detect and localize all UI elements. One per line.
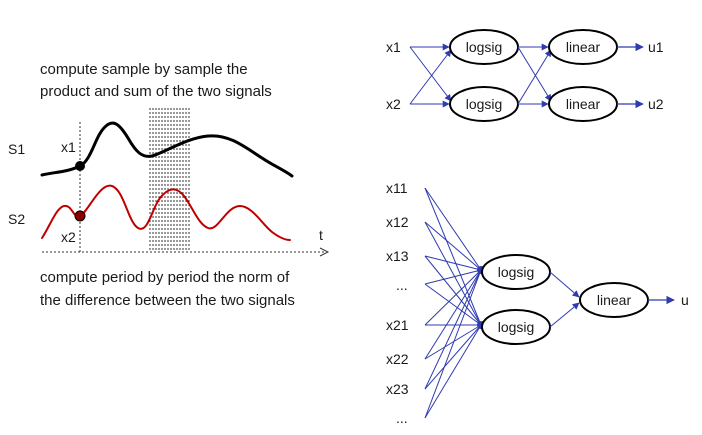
edge-bottom-h2-out — [549, 302, 580, 328]
edge-top-x1-h2 — [409, 46, 452, 102]
net-top-input-2: x2 — [386, 96, 401, 112]
signal-panel: compute sample by sample the product and… — [8, 61, 330, 309]
edge-top-h2-o1 — [517, 49, 552, 105]
s1-label: S1 — [8, 141, 25, 157]
caption-top-line1: compute sample by sample the — [40, 61, 248, 78]
network-top: x1 x2 logsig logsig linear linear u1 u2 — [386, 29, 664, 122]
time-axis-arrow-icon — [319, 247, 330, 257]
net-bottom-input-x23: x23 — [386, 381, 409, 397]
net-bottom-input-x21: x21 — [386, 317, 409, 333]
net-bottom-output-u: u — [681, 292, 689, 308]
net-bottom-hidden-label-2: logsig — [498, 319, 535, 335]
net-top-input-1: x1 — [386, 39, 401, 55]
net-top-hidden-label-2: logsig — [466, 96, 503, 112]
s2-label: S2 — [8, 211, 25, 227]
net-bottom-input-ellipsis-1: ... — [396, 277, 408, 293]
net-top-output-u1: u1 — [648, 39, 664, 55]
net-top-output-u2: u2 — [648, 96, 664, 112]
edge-top-x2-h1 — [409, 49, 452, 105]
sample-marker-x1 — [75, 161, 85, 171]
net-bottom-input-x11: x11 — [386, 180, 408, 196]
t-label: t — [319, 227, 323, 243]
caption-bottom-line2: the difference between the two signals — [40, 292, 295, 309]
network-bottom: x11 x12 x13 ... x21 x22 x23 ... — [386, 180, 689, 426]
net-bottom-input-x22: x22 — [386, 351, 409, 367]
sample-marker-x2 — [74, 210, 86, 222]
net-bottom-input-x13: x13 — [386, 248, 409, 264]
edges-bottom-input-hidden — [424, 187, 485, 419]
edge-top-h1-o2 — [517, 46, 552, 102]
period-window — [149, 108, 190, 252]
net-bottom-output-label: linear — [597, 292, 632, 308]
net-top-output-label-1: linear — [566, 39, 601, 55]
net-top-hidden-label-1: logsig — [466, 39, 503, 55]
net-bottom-hidden-label-1: logsig — [498, 264, 535, 280]
net-bottom-input-ellipsis-2: ... — [396, 410, 408, 426]
x2-marker-label: x2 — [61, 229, 76, 245]
x1-marker-label: x1 — [61, 139, 76, 155]
net-top-output-label-2: linear — [566, 96, 601, 112]
edge-bottom-h1-out — [549, 271, 580, 298]
caption-top-line2: product and sum of the two signals — [40, 83, 272, 100]
net-bottom-input-x12: x12 — [386, 214, 409, 230]
caption-bottom-line1: compute period by period the norm of — [40, 269, 290, 286]
